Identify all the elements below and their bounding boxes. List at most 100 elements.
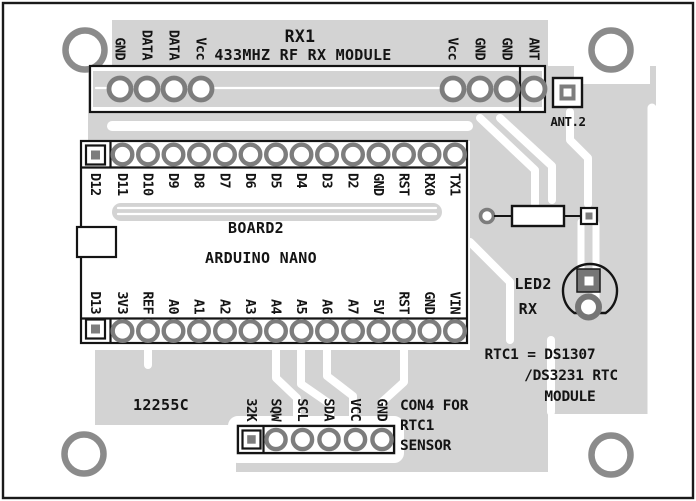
pin-pad [238, 319, 263, 344]
mounting-holes [61, 27, 634, 478]
pin-pad [110, 142, 135, 167]
pin-pad [187, 75, 215, 103]
pin-label: REF [140, 291, 156, 314]
pin-label: A7 [345, 299, 361, 315]
led-cathode-pad [575, 293, 602, 321]
usb-connector [75, 225, 118, 259]
led2: LED2 RX [514, 262, 619, 321]
pin-label: A6 [319, 299, 335, 315]
con4-connector: 32K SQW SCL SDA VCC GND CON4 FOR RTC1 SE… [228, 398, 469, 463]
rx1-ref: RX1 [285, 27, 316, 46]
pin-label: A0 [165, 299, 181, 315]
pin-pad [315, 142, 340, 167]
pin-label: D9 [165, 173, 181, 189]
arduino-ref: BOARD2 [228, 219, 284, 237]
pin-label: DATA [166, 30, 182, 61]
mounting-hole [61, 431, 107, 477]
pin-label: A4 [268, 299, 284, 315]
pin-label: TX1 [447, 173, 463, 196]
pin-label: D12 [87, 173, 103, 196]
pin-label: Vcc [445, 37, 461, 60]
pin-pad [392, 142, 417, 167]
pin-pad [133, 75, 161, 103]
pin-label: 32K [243, 398, 259, 422]
pin-pad [366, 319, 391, 344]
pin-label: A5 [293, 299, 309, 315]
rx1-name: 433MHZ RF RX MODULE [214, 46, 391, 64]
pin-pad [315, 319, 340, 344]
pin-pad [417, 142, 442, 167]
pin-label: 3V3 [114, 291, 130, 314]
pin-pad [417, 319, 442, 344]
pin-label: GND [370, 173, 386, 196]
arduino-nano: D12 D11 D10 D9 D8 D7 D6 D5 D4 D3 D2 GND … [75, 139, 469, 345]
pin-label: A1 [191, 299, 207, 315]
pin-label: VIN [447, 291, 463, 314]
pin-label: SDA [321, 398, 337, 421]
pin-pad [289, 319, 314, 344]
led-ref: LED2 [514, 275, 551, 293]
pin-pad [317, 427, 341, 452]
pin-pad [106, 75, 134, 103]
pin-pad [366, 142, 391, 167]
pin-pad [110, 319, 135, 344]
pin-label: D7 [217, 173, 233, 189]
pin-pad [212, 142, 237, 167]
pin-pad [493, 75, 521, 103]
pin-pad [290, 427, 315, 452]
con4-label-line3: SENSOR [400, 438, 452, 454]
rtc-note-line1: RTC1 = DS1307 [485, 347, 596, 363]
pin-pad [161, 142, 186, 167]
mounting-hole [62, 27, 108, 73]
pin-pad [238, 142, 263, 167]
pin-label: GND [499, 37, 515, 60]
pin-pad [212, 319, 237, 344]
pin-pad [439, 75, 467, 103]
ant2-pad: ANT.2 [550, 76, 586, 129]
pin-label: D4 [293, 173, 309, 189]
pin-label: A2 [217, 299, 233, 314]
pin-label: 5V [370, 299, 386, 315]
pin-label: SQW [268, 398, 284, 422]
pin-pad [341, 319, 366, 344]
pin-label: RST [396, 173, 412, 196]
pin-pad [264, 142, 289, 167]
ant2-label: ANT.2 [550, 114, 585, 129]
mounting-hole [588, 432, 634, 478]
pin-pad [186, 142, 211, 167]
led-signal: RX [519, 300, 538, 318]
pin-pad [343, 427, 368, 452]
pin-label: RX0 [421, 173, 437, 196]
board-code: 12255C [133, 396, 189, 414]
pin-pad [135, 142, 160, 167]
pin-label: A3 [242, 299, 258, 315]
pin-pad [466, 75, 494, 103]
con4-label-line2: RTC1 [400, 418, 435, 434]
pin-label: D13 [87, 291, 103, 314]
pin-pad [186, 319, 211, 344]
pin-label: D6 [242, 173, 258, 189]
rtc-note-line2: /DS3231 RTC [524, 368, 618, 384]
pin-label: D8 [191, 173, 207, 189]
mounting-hole [588, 27, 634, 73]
pin-label: ANT [526, 37, 542, 60]
pin-label: SCL [294, 398, 310, 421]
rx1-module: RX1 433MHZ RF RX MODULE GND DATA DATA Vc… [88, 27, 548, 114]
pin-pad [443, 319, 468, 344]
pin-label: RST [396, 291, 412, 314]
pin-label: D10 [140, 173, 156, 196]
pin-label: D3 [319, 173, 335, 189]
pin-pad [161, 319, 186, 344]
pin-label: D11 [114, 173, 130, 196]
arduino-name: ARDUINO NANO [205, 249, 317, 267]
pin-label: VCC [347, 398, 363, 421]
pin-pad [443, 142, 468, 167]
pin-label: D5 [268, 173, 284, 189]
rtc-note-line3: MODULE [544, 389, 595, 405]
pin-pad [135, 319, 160, 344]
pin-pad [341, 142, 366, 167]
pin-pad [289, 142, 314, 167]
trace-clearances [107, 103, 657, 422]
